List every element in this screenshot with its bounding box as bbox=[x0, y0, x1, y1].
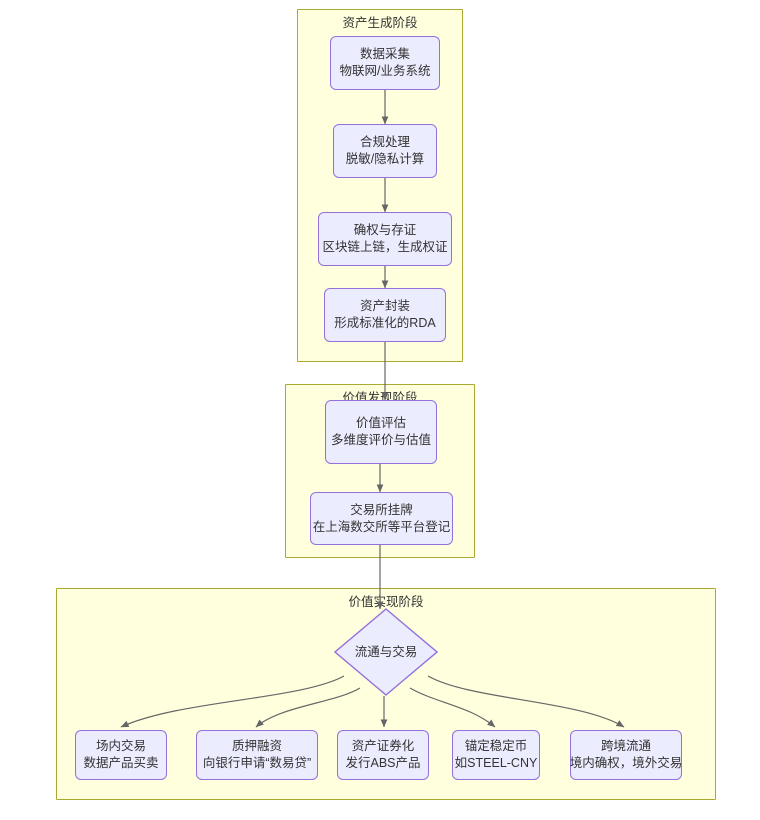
node-rights-confirmation-line2: 区块链上链，生成权证 bbox=[322, 240, 448, 254]
node-compliance[interactable]: 合规处理 脱敏/隐私计算 bbox=[333, 124, 437, 178]
node-onexchange-trading[interactable]: 场内交易 数据产品买卖 bbox=[75, 730, 167, 780]
node-pledge-financing-line1: 质押融资 bbox=[231, 739, 282, 753]
node-cross-border-line1: 跨境流通 bbox=[600, 739, 651, 753]
node-value-assessment-line1: 价值评估 bbox=[355, 416, 406, 430]
node-securitization-line1: 资产证券化 bbox=[351, 739, 415, 753]
node-rights-confirmation-line1: 确权与存证 bbox=[353, 223, 417, 237]
node-stablecoin-line2: 如STEEL-CNY bbox=[454, 756, 538, 770]
node-compliance-line2: 脱敏/隐私计算 bbox=[345, 152, 425, 166]
node-rights-confirmation[interactable]: 确权与存证 区块链上链，生成权证 bbox=[318, 212, 452, 266]
node-exchange-listing[interactable]: 交易所挂牌 在上海数交所等平台登记 bbox=[310, 492, 453, 545]
node-exchange-listing-line1: 交易所挂牌 bbox=[350, 502, 413, 517]
node-cross-border[interactable]: 跨境流通 境内确权，境外交易 bbox=[570, 730, 682, 780]
node-circulation-trading[interactable]: 流通与交易 bbox=[334, 608, 438, 696]
node-asset-packaging-line1: 资产封装 bbox=[359, 299, 410, 313]
node-exchange-listing-line2: 在上海数交所等平台登记 bbox=[312, 519, 451, 534]
phase-title-value-realization: 价值实现阶段 bbox=[348, 595, 424, 609]
node-data-collection-line1: 数据采集 bbox=[359, 47, 410, 61]
node-data-collection-line2: 物联网/业务系统 bbox=[339, 64, 431, 78]
node-onexchange-trading-line2: 数据产品买卖 bbox=[83, 756, 159, 770]
node-stablecoin[interactable]: 锚定稳定币 如STEEL-CNY bbox=[452, 730, 540, 780]
node-value-assessment-line2: 多维度评价与估值 bbox=[330, 433, 431, 447]
node-data-collection[interactable]: 数据采集 物联网/业务系统 bbox=[330, 36, 440, 90]
node-pledge-financing[interactable]: 质押融资 向银行申请“数易贷” bbox=[196, 730, 318, 780]
node-securitization-line2: 发行ABS产品 bbox=[345, 756, 421, 770]
node-compliance-line1: 合规处理 bbox=[359, 135, 410, 149]
node-onexchange-trading-line1: 场内交易 bbox=[95, 739, 146, 753]
node-value-assessment[interactable]: 价值评估 多维度评价与估值 bbox=[325, 400, 437, 464]
node-pledge-financing-line2: 向银行申请“数易贷” bbox=[202, 756, 312, 770]
node-securitization[interactable]: 资产证券化 发行ABS产品 bbox=[337, 730, 429, 780]
node-asset-packaging-line2: 形成标准化的RDA bbox=[334, 316, 436, 330]
phase-title-asset-generation: 资产生成阶段 bbox=[342, 16, 418, 30]
node-circulation-trading-label: 流通与交易 bbox=[354, 645, 418, 659]
node-asset-packaging[interactable]: 资产封装 形成标准化的RDA bbox=[324, 288, 446, 342]
node-stablecoin-line1: 锚定稳定币 bbox=[464, 739, 528, 753]
node-cross-border-line2: 境内确权，境外交易 bbox=[569, 756, 683, 770]
diamond-shape bbox=[334, 608, 438, 696]
